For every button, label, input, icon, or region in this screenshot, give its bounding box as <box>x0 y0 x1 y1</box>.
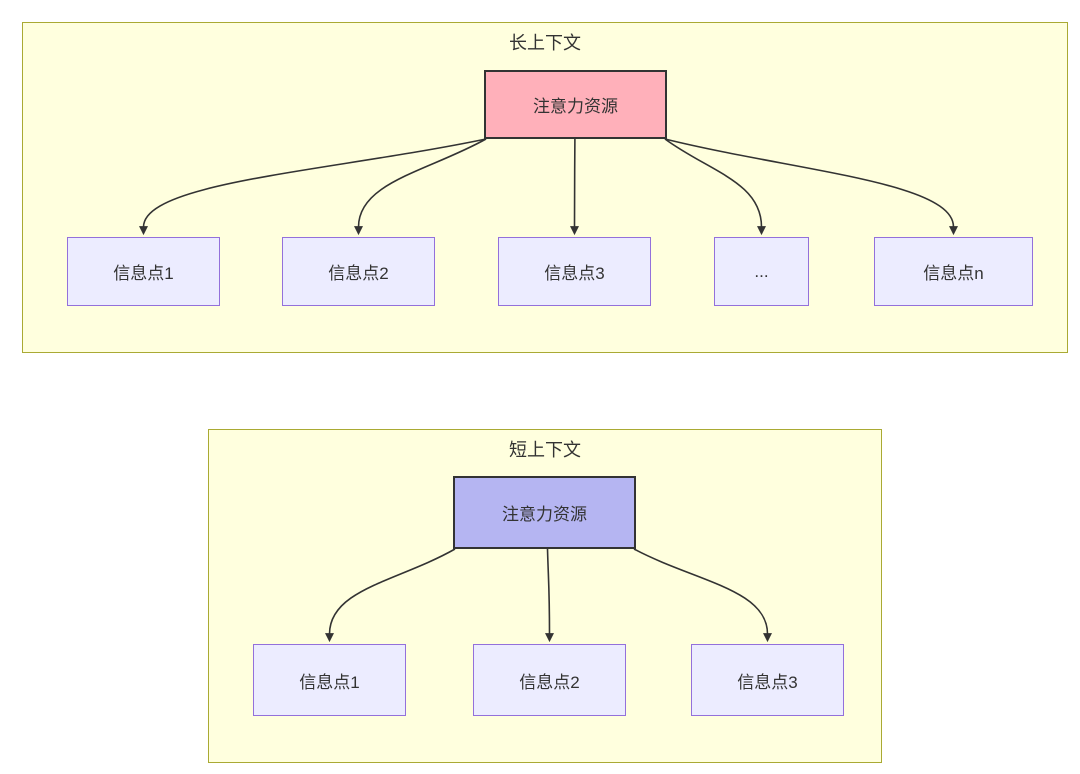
node-label: ... <box>754 261 769 281</box>
node-label: 注意力资源 <box>502 505 587 524</box>
node-label: 信息点2 <box>328 264 389 283</box>
node-attention-resource-short: 注意力资源 <box>453 476 636 549</box>
node-info-point-1: 信息点1 <box>253 644 406 716</box>
node-label: 信息点2 <box>519 672 580 692</box>
node-label: 注意力资源 <box>533 97 618 116</box>
node-info-point-n: 信息点n <box>874 237 1033 306</box>
cluster-long-title: 长上下文 <box>509 33 581 53</box>
node-attention-resource-long: 注意力资源 <box>484 70 667 139</box>
node-info-point-3: 信息点3 <box>498 237 651 306</box>
node-info-point-2: 信息点2 <box>282 237 435 306</box>
node-label: 信息点3 <box>544 264 605 283</box>
node-info-point-2: 信息点2 <box>473 644 626 716</box>
cluster-long-context: 长上下文 注意力资源 信息点1 信息点2 信息点3 ... 信息点n <box>22 22 1068 353</box>
node-info-point-ellipsis: ... <box>714 237 809 306</box>
cluster-short-title: 短上下文 <box>509 440 581 460</box>
node-label: 信息点3 <box>737 672 798 692</box>
node-info-point-3: 信息点3 <box>691 644 844 716</box>
node-label: 信息点1 <box>113 264 174 283</box>
node-info-point-1: 信息点1 <box>67 237 220 306</box>
node-label: 信息点1 <box>299 672 360 692</box>
node-label: 信息点n <box>923 264 984 283</box>
cluster-short-context: 短上下文 注意力资源 信息点1 信息点2 信息点3 <box>208 429 882 763</box>
